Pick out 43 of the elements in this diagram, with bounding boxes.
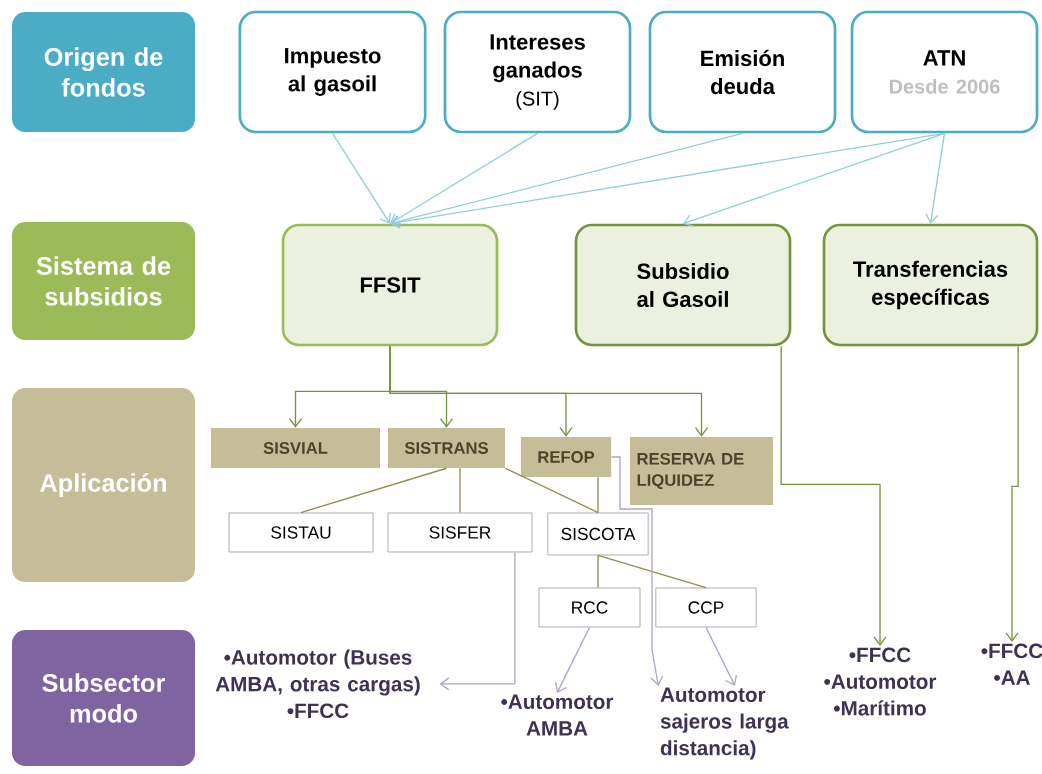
application-box: SISVIAL xyxy=(211,428,380,468)
connector-line xyxy=(459,467,461,514)
mode-list: •FFCC •AA xyxy=(981,643,1042,685)
subsidy-box: Subsidio al Gasoil xyxy=(574,223,792,347)
mode-list: •Automotor (Buses AMBA, otras cargas) •FFCC xyxy=(215,649,420,719)
mode-list: •FFCC •Automotor •Marítimo xyxy=(824,647,937,716)
connector-line xyxy=(597,554,599,589)
connector-line xyxy=(597,476,599,514)
arrow xyxy=(925,132,946,224)
subsidy-box: FFSIT xyxy=(281,223,499,347)
arrow xyxy=(390,132,539,225)
arrow xyxy=(610,456,664,686)
row-label: Aplicación xyxy=(12,388,195,582)
arrow xyxy=(439,551,516,691)
connector-line xyxy=(504,467,599,514)
arrow xyxy=(705,626,737,686)
program-box: RCC xyxy=(538,587,641,628)
connector-line xyxy=(597,554,707,589)
connector-line xyxy=(300,467,448,514)
mode-list: Automotor sajeros larga distancia) xyxy=(660,687,789,760)
source-box: Emisión deuda xyxy=(648,10,837,134)
application-box: RESERVA DE LIQUIDEZ xyxy=(630,437,773,505)
source-box: Intereses ganados (SIT) xyxy=(443,10,632,134)
arrow xyxy=(780,345,887,646)
arrow xyxy=(389,345,709,437)
program-box: CCP xyxy=(655,587,757,628)
arrow xyxy=(555,626,591,693)
source-box: Impuesto al gasoil xyxy=(238,10,427,134)
arrow xyxy=(1005,345,1019,642)
application-box: SISTRANS xyxy=(388,428,505,468)
program-box: SISFER xyxy=(387,512,533,553)
application-box: REFOP xyxy=(520,437,612,477)
row-label: Subsector modo xyxy=(12,630,195,766)
row-label: Sistema de subsidios xyxy=(12,222,195,340)
row-label: Origen de fondos xyxy=(12,12,195,132)
mode-list: •Automotor AMBA xyxy=(501,694,614,736)
arrow xyxy=(331,132,391,224)
arrow xyxy=(390,132,744,228)
program-box: SISCOTA xyxy=(547,512,649,556)
source-box: ATN Desde 2006 xyxy=(850,10,1039,134)
subsidy-box: Transferencias específicas xyxy=(822,223,1039,347)
arrow xyxy=(683,132,946,228)
program-box: SISTAU xyxy=(228,512,374,553)
